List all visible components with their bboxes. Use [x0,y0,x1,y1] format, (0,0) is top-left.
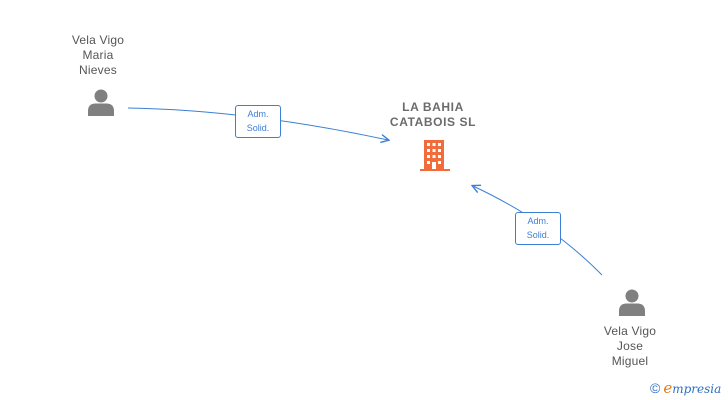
person-icon[interactable] [617,288,647,318]
brand-footer[interactable]: © empresia [650,379,721,397]
person-icon[interactable] [86,88,116,118]
person-name-line: Vela Vigo [603,324,657,338]
role-label: Adm. [247,109,269,119]
brand-logo: empresia [663,379,721,397]
role-badge-maria[interactable]: Adm. Solid. [235,105,281,138]
role-label: Solid. [246,123,270,133]
brand-logo-text: mpresia [672,382,722,396]
brand-logo-initial: e [663,379,673,397]
role-badge-jose[interactable]: Adm. Solid. [515,212,561,245]
company-name-line: CATABOIS SL [389,115,477,129]
role-label: Adm. [527,216,549,226]
person-name-line: Miguel [611,354,649,368]
person-name-jose-miguel[interactable]: Vela Vigo Jose Miguel [570,324,690,369]
company-name[interactable]: LA BAHIA CATABOIS SL [363,100,503,130]
building-icon[interactable] [418,138,452,172]
person-name-maria-nieves[interactable]: Vela Vigo Maria Nieves [38,33,158,78]
person-name-line: Maria [82,48,114,62]
person-name-line: Nieves [79,63,117,77]
copyright-icon: © [650,380,661,396]
company-name-line: LA BAHIA [402,100,464,114]
role-label: Solid. [526,230,550,240]
person-name-line: Vela Vigo [71,33,125,47]
person-name-line: Jose [616,339,644,353]
